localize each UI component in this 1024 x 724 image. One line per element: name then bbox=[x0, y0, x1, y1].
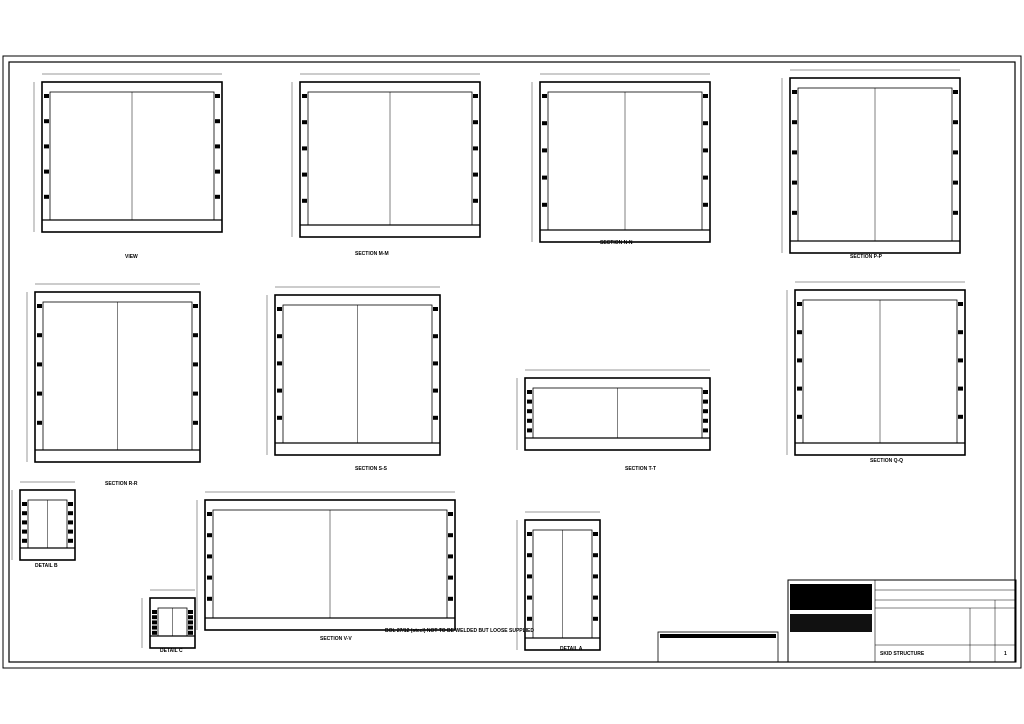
view-label: DETAIL C bbox=[160, 648, 183, 654]
outer-border bbox=[2, 55, 1022, 669]
view-section-q-q: SECTION Q-Q bbox=[786, 281, 966, 464]
view-section-m-m: SECTION M-M bbox=[291, 73, 481, 257]
view-label: SECTION R-R bbox=[105, 481, 138, 487]
title-block: SKID STRUCTURE 1 bbox=[657, 579, 1017, 663]
view-label: SECTION Q-Q bbox=[870, 458, 903, 464]
view-label: SECTION M-M bbox=[355, 251, 389, 257]
view-section-p-p: SECTION P-P bbox=[781, 69, 961, 260]
view-section-v-v: SECTION V-V bbox=[196, 491, 456, 642]
view-detail-b: DETAIL B bbox=[11, 481, 76, 569]
views-layer: VIEW SECTION M-M SECTION N-N SECTION P-P SEC… bbox=[11, 69, 966, 654]
view-label: DETAIL A bbox=[560, 646, 583, 652]
view-view: VIEW bbox=[33, 73, 223, 260]
view-section-s-s: SECTION S-S bbox=[266, 286, 441, 472]
weld-note: BOL 27/12 (steel) NOT TO BE WELDED BUT L… bbox=[385, 628, 534, 634]
view-label: SECTION S-S bbox=[355, 466, 388, 472]
view-detail-a: DETAIL A bbox=[516, 511, 601, 652]
view-section-r-r: SECTION R-R bbox=[26, 283, 201, 487]
view-label: VIEW bbox=[125, 254, 138, 260]
view-label: SECTION V-V bbox=[320, 636, 352, 642]
title-block-sheet: 1 bbox=[1004, 651, 1007, 657]
view-label: DETAIL B bbox=[35, 563, 58, 569]
view-label: SECTION T-T bbox=[625, 466, 656, 472]
inner-border bbox=[8, 61, 1016, 663]
view-detail-c: DETAIL C bbox=[141, 589, 196, 654]
view-label: SECTION N-N bbox=[600, 240, 633, 246]
view-label: SECTION P-P bbox=[850, 254, 883, 260]
view-section-t-t: SECTION T-T bbox=[516, 369, 711, 472]
view-section-n-n: SECTION N-N bbox=[531, 73, 711, 246]
title-block-title: SKID STRUCTURE bbox=[880, 651, 925, 657]
